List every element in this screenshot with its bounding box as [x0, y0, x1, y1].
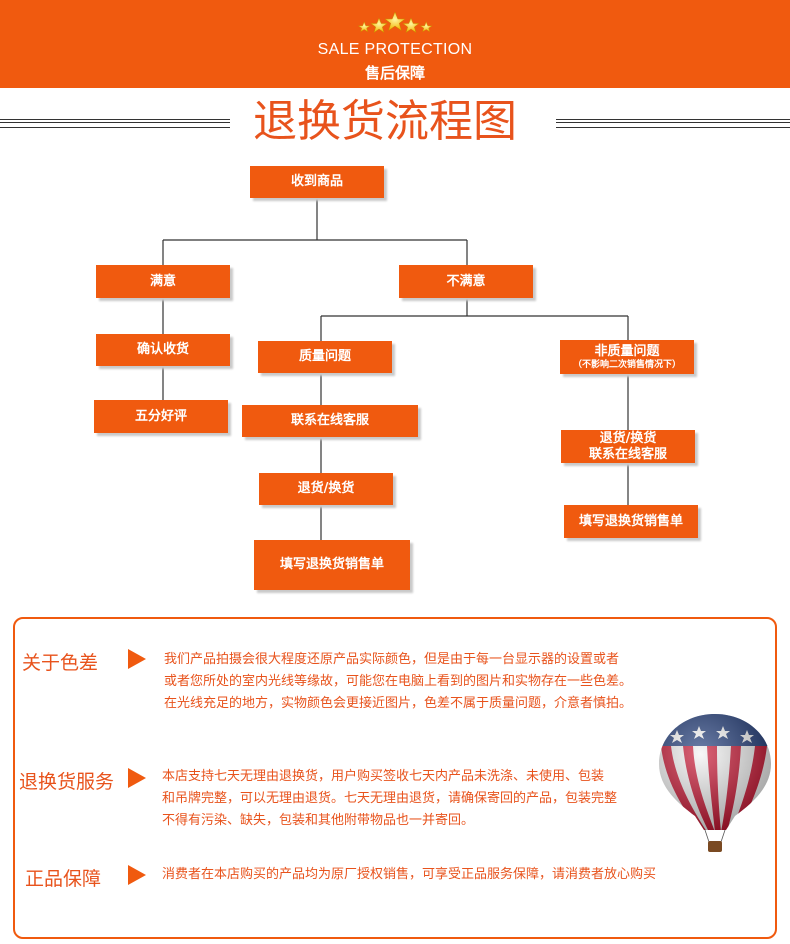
flow-nonquality-label: 非质量问题 — [594, 343, 660, 359]
flow-five-star-review: 五分好评 — [94, 400, 228, 433]
flow-fill-form-label: 填写退换货销售单 — [279, 557, 384, 572]
flow-nq-contact-label: 联系在线客服 — [588, 446, 667, 462]
flow-nonquality-issue: 非质量问题 （不影响二次销售情况下） — [560, 340, 694, 374]
flow-satisfied: 满意 — [96, 265, 230, 298]
flow-nq-return-contact: 退货/换货 联系在线客服 — [561, 430, 695, 463]
color-diff-line-3: 在光线充足的地方，实物颜色会更接近图片，色差不属于质量问题，介意者慎拍。 — [164, 696, 633, 711]
title-right-lines — [556, 119, 790, 128]
flow-contact-label: 联系在线客服 — [290, 413, 369, 428]
genuine-text: 消费者在本店购买的产品均为原厂授权销售，可享受正品服务保障，请消费者放心购买 — [162, 864, 656, 886]
triangle-right-icon — [128, 649, 146, 669]
color-diff-label: 关于色差 — [22, 652, 99, 674]
flow-receive-label: 收到商品 — [290, 174, 343, 189]
flow-nq-fill-form: 填写退换货销售单 — [564, 505, 698, 538]
flow-nq-fill-form-label: 填写退换货销售单 — [578, 513, 683, 529]
return-service-line-1: 本店支持七天无理由退换货，用户购买签收七天内产品未洗涤、未使用、包装 — [162, 769, 605, 784]
flow-return-exchange: 退货/换货 — [259, 473, 393, 505]
return-service-text: 本店支持七天无理由退换货，用户购买签收七天内产品未洗涤、未使用、包装 和吊牌完整… — [162, 766, 617, 832]
flow-receive: 收到商品 — [250, 166, 384, 198]
flow-unsatisfied-label: 不满意 — [446, 273, 486, 289]
banner-english-title: SALE PROTECTION — [317, 41, 473, 58]
flow-fill-form: 填写退换货销售单 — [254, 540, 410, 590]
flow-satisfied-label: 满意 — [149, 273, 176, 289]
genuine-label: 正品保障 — [25, 868, 102, 890]
header-banner: SALE PROTECTION 售后保障 — [0, 0, 790, 88]
triangle-right-icon — [128, 768, 146, 788]
info-panel — [13, 617, 777, 939]
flowchart-connectors — [162, 198, 629, 540]
color-diff-line-2: 或者您所处的室内光线等缘故，可能您在电脑上看到的图片和实物存在一些色差。 — [164, 674, 633, 689]
genuine-line-1: 消费者在本店购买的产品均为原厂授权销售，可享受正品服务保障，请消费者放心购买 — [162, 867, 657, 882]
flow-confirm-receipt: 确认收货 — [96, 334, 230, 366]
return-service-line-2: 和吊牌完整，可以无理由退货。七天无理由退货，请确保寄回的产品，包装完整 — [162, 791, 618, 806]
flow-unsatisfied: 不满意 — [399, 265, 533, 298]
flow-return-label: 退货/换货 — [297, 481, 355, 496]
flow-quality-label: 质量问题 — [298, 349, 351, 364]
title-left-lines — [0, 119, 230, 128]
flow-nq-return-label: 退货/换货 — [599, 430, 657, 446]
banner-chinese-title: 售后保障 — [364, 64, 425, 82]
page-title: 退换货流程图 — [253, 96, 517, 147]
return-service-label: 退换货服务 — [19, 771, 115, 793]
flow-confirm-label: 确认收货 — [136, 342, 189, 357]
flow-quality-issue: 质量问题 — [258, 341, 392, 373]
color-diff-line-1: 我们产品拍摄会很大程度还原产品实际颜色，但是由于每一台显示器的设置或者 — [164, 652, 620, 667]
five-stars-icon — [357, 11, 433, 34]
flow-review-label: 五分好评 — [134, 408, 187, 424]
flow-nonquality-note: （不影响二次销售情况下） — [572, 359, 681, 370]
color-diff-text: 我们产品拍摄会很大程度还原产品实际颜色，但是由于每一台显示器的设置或者 或者您所… — [164, 649, 632, 715]
hot-air-balloon-icon — [659, 714, 771, 852]
triangle-right-icon — [128, 865, 146, 885]
flow-contact-service: 联系在线客服 — [242, 405, 418, 437]
return-service-line-3: 不得有污染、缺失，包装和其他附带物品也一并寄回。 — [162, 813, 475, 828]
